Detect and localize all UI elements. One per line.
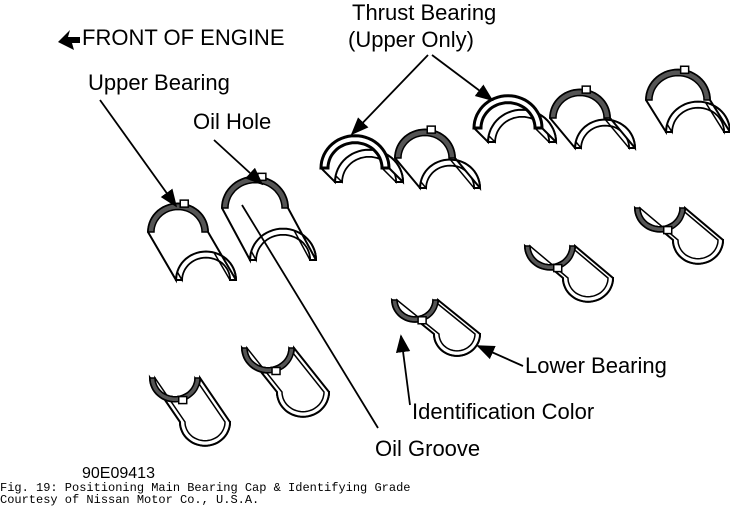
lower-bearing-1-inner <box>154 375 226 442</box>
thrust-bearing-leader-2 <box>431 54 494 102</box>
upper-bearing-label: Upper Bearing <box>88 70 230 95</box>
lower-bearing-4-locating-tab <box>552 263 563 273</box>
upper-bearing-4-locating-tab <box>426 125 436 134</box>
upper-bearing-6-front-edge <box>549 88 611 119</box>
lower-bearing-1-front-edge <box>149 377 201 403</box>
upper-bearing-1-locating-tab <box>179 199 189 208</box>
upper-bearing-2-front-edge <box>221 175 289 209</box>
thrust-bearing-note: (Upper Only) <box>348 27 474 52</box>
upper-bearing-leader <box>99 99 178 208</box>
thrust-bearing-leader-1 <box>350 54 429 136</box>
upper-bearing-7-locating-tab <box>679 65 690 75</box>
upper-bearing-7-front-edge <box>645 68 711 101</box>
upper-bearing-6-locating-tab <box>581 85 591 94</box>
oil-groove-leader <box>241 204 379 429</box>
front-of-engine-label: FRONT OF ENGINE <box>82 25 285 50</box>
thrust-bearing-label: Thrust Bearing <box>352 0 497 25</box>
figure-credit: Courtesy of Nissan Motor Co., U.S.A. <box>0 493 260 507</box>
lower-bearing-4-front-edge <box>524 245 576 271</box>
lower-bearing-2-locating-tab <box>271 366 281 376</box>
lower-bearing-5-front-edge <box>634 207 686 233</box>
lower-bearing-5-locating-tab <box>662 225 673 235</box>
lower-bearing-leader <box>476 345 524 367</box>
lower-bearing-2-inner <box>246 345 325 413</box>
lower-bearing-1-locating-tab <box>177 395 188 405</box>
oil-groove-label: Oil Groove <box>375 436 481 461</box>
lower-bearing-2-front-edge <box>241 347 295 374</box>
oil-hole-label: Oil Hole <box>193 109 272 134</box>
front-direction-arrow-icon <box>58 30 80 50</box>
identification-color-leader <box>395 334 411 406</box>
identification-color-label: Identification Color <box>412 399 595 424</box>
figure-id: 90E09413 <box>82 465 155 482</box>
upper-bearing-4-front-edge <box>394 128 456 159</box>
lower-bearing-label: Lower Bearing <box>525 353 667 378</box>
lower-bearing-3-locating-tab <box>417 316 427 325</box>
oil-hole-leader <box>213 139 264 186</box>
figure-caption: Fig. 19: Positioning Main Bearing Cap & … <box>0 481 411 495</box>
thrust-bearing-1-front-edge <box>319 134 391 170</box>
upper-bearing-2-locating-tab <box>257 172 267 182</box>
